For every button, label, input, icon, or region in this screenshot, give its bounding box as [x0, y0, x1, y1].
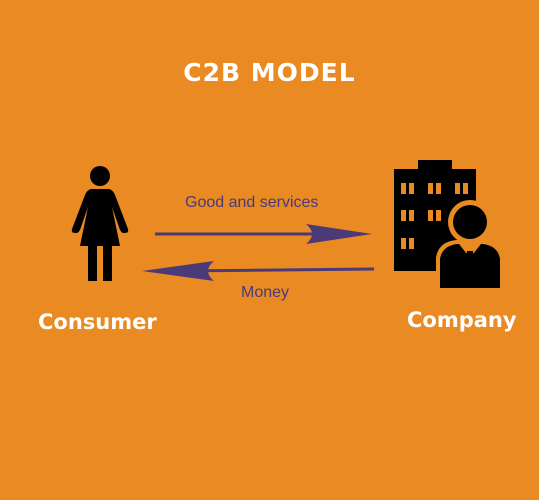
woman-icon [71, 166, 129, 281]
money-arrow [142, 261, 375, 281]
consumer-label: Consumer [38, 310, 157, 334]
goods-label: Good and services [185, 194, 319, 211]
diagram-title: C2B MODEL [183, 58, 356, 87]
office-building-businessman-icon [394, 160, 504, 288]
goods-arrow [155, 224, 372, 244]
money-label: Money [241, 284, 290, 301]
company-label: Company [407, 308, 517, 332]
